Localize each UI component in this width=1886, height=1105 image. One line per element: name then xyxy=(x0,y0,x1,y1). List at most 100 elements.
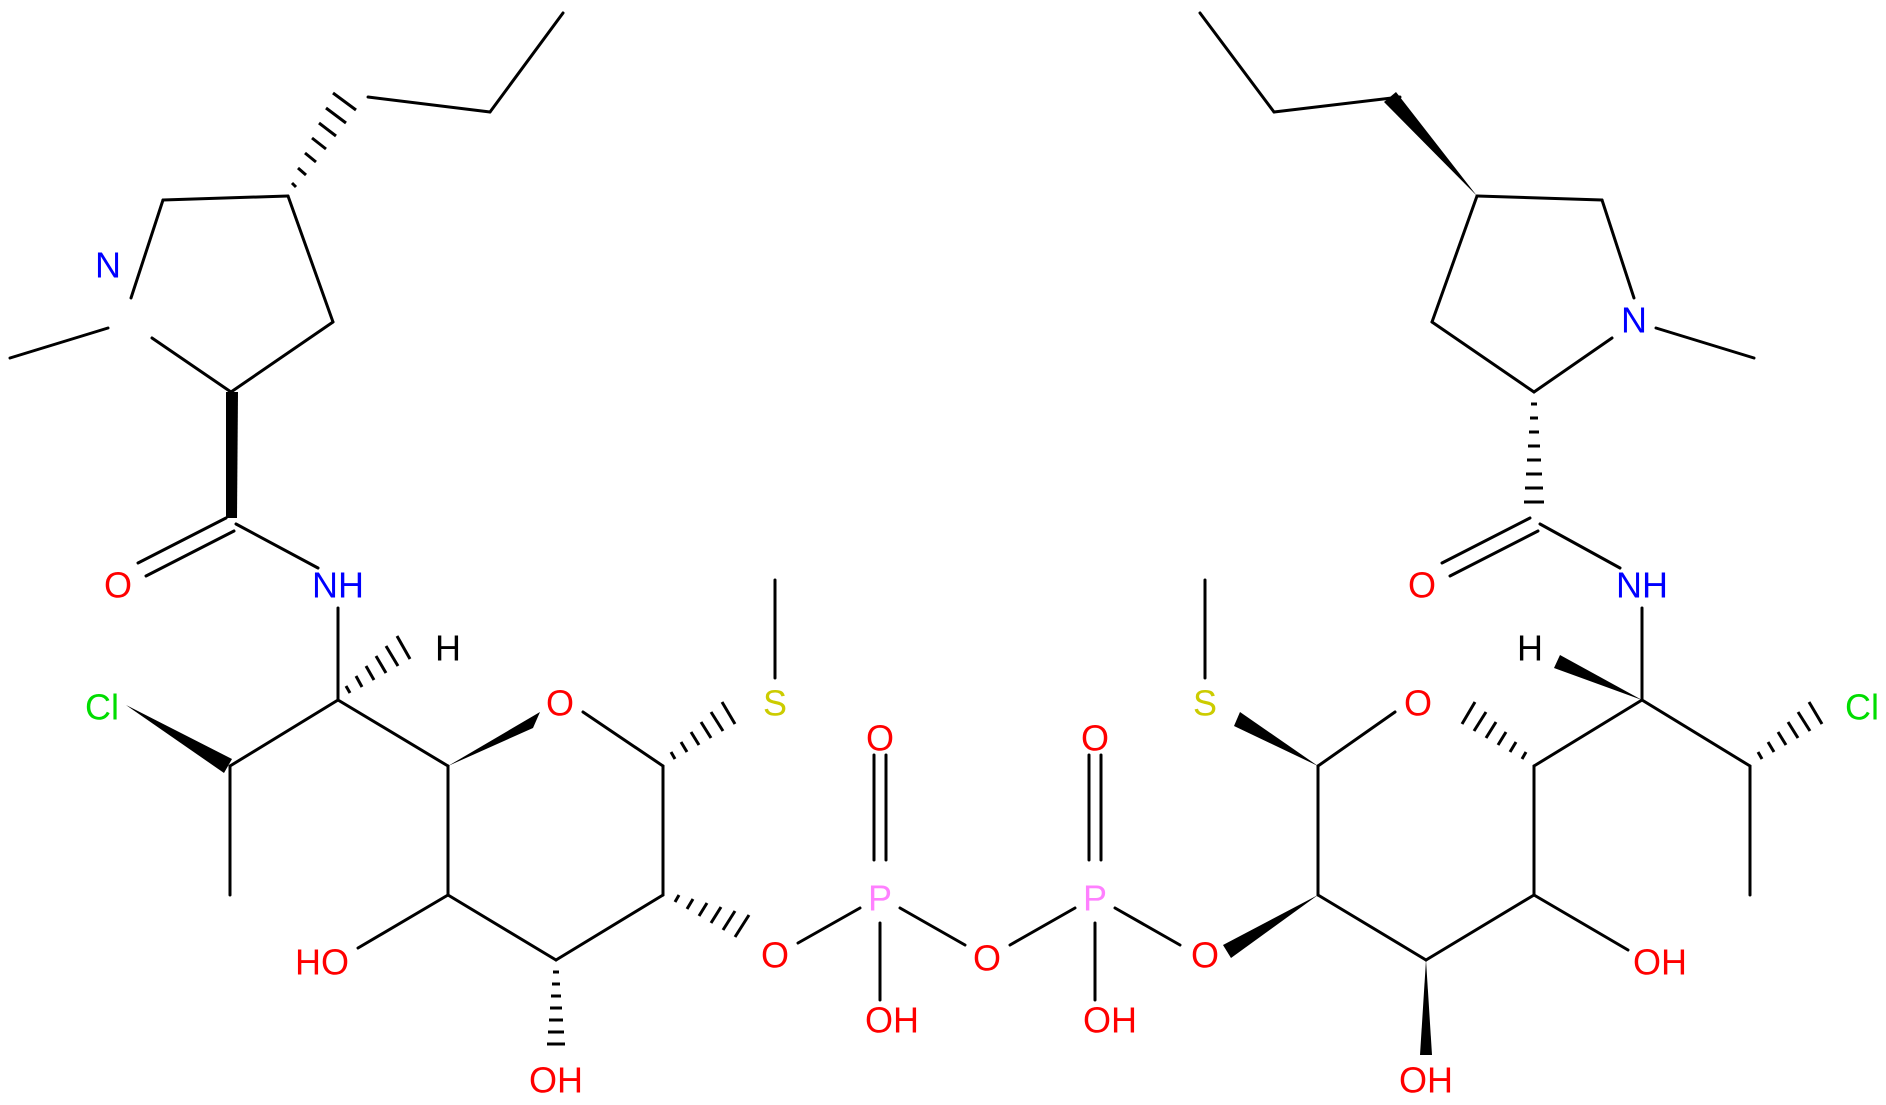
bond xyxy=(1532,336,1614,394)
bond xyxy=(1654,326,1756,360)
bond xyxy=(1538,522,1622,570)
wedge-bond xyxy=(448,712,540,766)
atom-label-o-p-left-double: O xyxy=(866,718,894,759)
hash-bond xyxy=(1776,731,1788,746)
bond xyxy=(136,516,228,565)
wedge-bond xyxy=(1384,92,1477,196)
hash-bond xyxy=(1496,731,1508,746)
atom-label-oh-p-left: OH xyxy=(865,1000,919,1041)
hash-bond xyxy=(669,751,677,760)
wedge-bond xyxy=(1234,712,1318,766)
hash-bond xyxy=(699,721,713,739)
bond xyxy=(1532,698,1644,768)
atom-label-ho-left-a: HO xyxy=(295,942,349,983)
bond xyxy=(1448,529,1540,578)
hash-bond xyxy=(1460,701,1477,725)
atom-label-o-carbonyl-left: O xyxy=(104,565,132,606)
atom-label-h-right: H xyxy=(1517,628,1543,669)
wedge-bond xyxy=(1420,960,1432,1055)
atom-label-cl-left: Cl xyxy=(85,687,119,728)
hash-bond xyxy=(311,136,327,151)
bond xyxy=(1440,516,1532,565)
bond xyxy=(150,336,233,394)
bond xyxy=(898,906,967,947)
bond xyxy=(1600,198,1636,300)
hash-bond xyxy=(720,701,737,725)
atom-label-o-p-right-double: O xyxy=(1081,718,1109,759)
atom-label-h-left: H xyxy=(435,628,461,669)
wedge-bond xyxy=(1554,655,1642,700)
stereo-bond-layer xyxy=(126,91,1824,1055)
bond xyxy=(1113,906,1182,947)
bond xyxy=(1316,710,1397,768)
bond xyxy=(1475,194,1604,202)
atom-label-oh-p-right: OH xyxy=(1083,1000,1137,1041)
hash-bond xyxy=(304,151,317,164)
hash-bond xyxy=(384,645,400,667)
wedge-bond xyxy=(126,705,232,773)
hash-bond xyxy=(344,685,352,694)
wedge-bond xyxy=(226,392,238,518)
bond xyxy=(229,320,335,394)
hash-bond xyxy=(673,894,681,903)
hash-bond xyxy=(709,711,725,732)
bond xyxy=(554,893,665,962)
hash-bond xyxy=(689,731,701,746)
bond xyxy=(1272,95,1402,114)
bond xyxy=(366,95,492,114)
bond xyxy=(336,698,450,768)
hash-bond xyxy=(395,635,412,660)
bond xyxy=(1316,893,1428,962)
bond xyxy=(161,194,290,202)
hash-bond xyxy=(354,675,364,688)
hash-bond xyxy=(1766,741,1776,753)
hash-bond xyxy=(1807,701,1824,725)
atom-label-o-carbonyl-right: O xyxy=(1408,565,1436,606)
bond xyxy=(1532,893,1630,952)
hash-bond xyxy=(1472,711,1488,732)
atom-label-o-bridge: O xyxy=(973,938,1001,979)
hash-bond xyxy=(1520,751,1528,760)
atom-label-nh-right: NH xyxy=(1616,565,1668,606)
atom-label-o-ester-left: O xyxy=(761,935,789,976)
hash-bond xyxy=(325,106,347,125)
hash-bond xyxy=(685,898,695,910)
bond xyxy=(356,893,450,950)
hash-bond-group xyxy=(290,91,1824,1046)
bond xyxy=(228,698,340,768)
bond xyxy=(1198,11,1276,114)
atom-label-p-left: P xyxy=(868,878,892,919)
bond xyxy=(286,194,335,324)
hash-bond xyxy=(364,665,376,681)
bond xyxy=(1430,320,1536,394)
atom-label-n-right: N xyxy=(1621,300,1647,341)
hash-bond xyxy=(1508,741,1518,753)
hash-bond xyxy=(1786,721,1800,739)
bond-layer xyxy=(8,11,1756,1002)
atom-label-o-ester-right: O xyxy=(1191,935,1219,976)
atom-label-p-right: P xyxy=(1083,878,1107,919)
atom-label-n-left: N xyxy=(95,245,121,286)
atom-label-oh-right-b: OH xyxy=(1633,942,1687,983)
hash-bond xyxy=(709,906,723,924)
bond xyxy=(234,522,320,570)
atom-label-s-left: S xyxy=(763,683,787,724)
bond xyxy=(1430,194,1479,324)
atom-label-s-right: S xyxy=(1193,683,1217,724)
bond xyxy=(1008,906,1077,947)
hash-bond xyxy=(697,902,709,917)
hash-bond xyxy=(318,121,337,138)
atom-label-oh-left-b: OH xyxy=(529,1060,583,1101)
bond xyxy=(1640,698,1752,768)
bond xyxy=(581,710,665,768)
wedge-bond xyxy=(1223,895,1318,958)
bond xyxy=(446,893,558,962)
hash-bond xyxy=(290,181,298,189)
hash-bond xyxy=(374,655,388,674)
atom-label-o-ring-left: O xyxy=(546,683,574,724)
bond xyxy=(1424,893,1536,962)
hash-bond xyxy=(1796,711,1812,732)
